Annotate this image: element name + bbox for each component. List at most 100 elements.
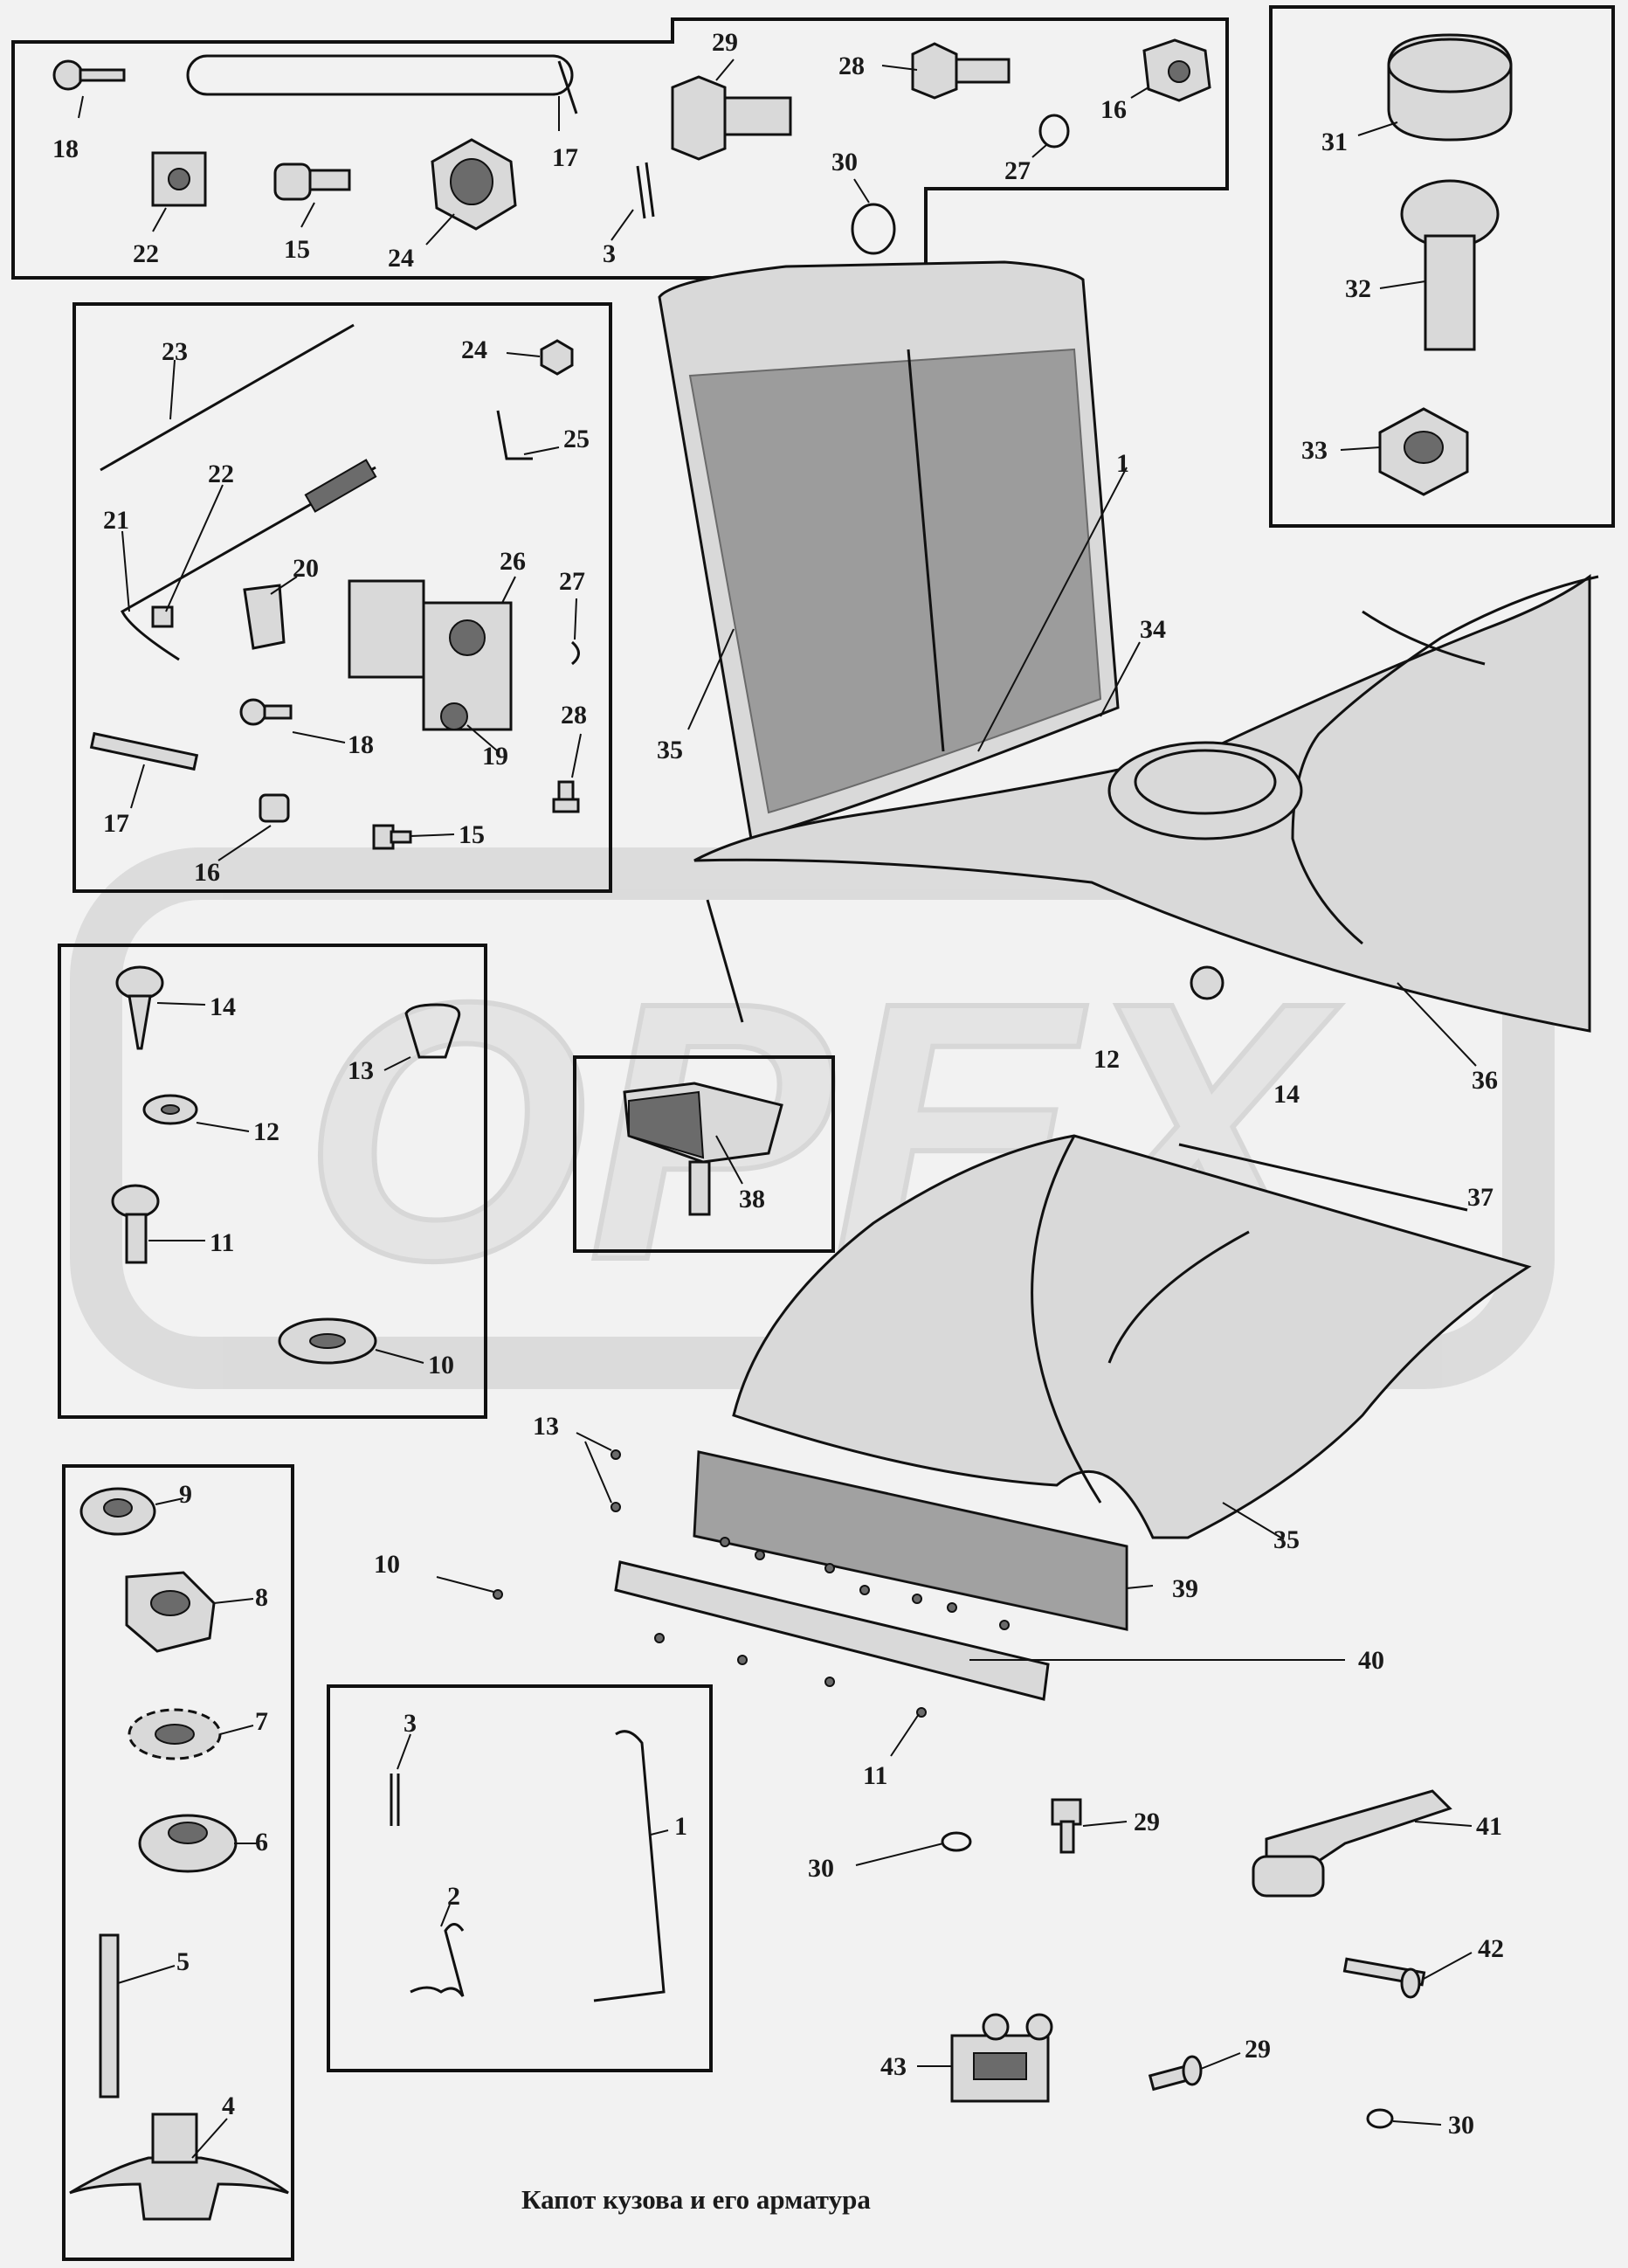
figure-caption: Капот кузова и его арматура xyxy=(521,2184,871,2215)
callout-label: 29 xyxy=(712,28,738,57)
callout-label: 43 xyxy=(880,2052,907,2081)
callout-label: 12 xyxy=(1093,1045,1120,1074)
callout-label: 17 xyxy=(552,143,578,172)
part-lock-washer-7 xyxy=(128,1708,222,1760)
loose-fasteners xyxy=(436,1432,1345,1757)
callout-label: 41 xyxy=(1476,1812,1502,1841)
part-bolt-15 xyxy=(273,162,351,201)
box-hood-latch xyxy=(72,302,612,893)
callout-label: 18 xyxy=(52,135,79,163)
callout-label: 13 xyxy=(348,1056,374,1085)
callout-label: 19 xyxy=(482,742,508,771)
part-washer-12 xyxy=(142,1094,198,1125)
callout-label: 11 xyxy=(210,1228,234,1257)
part-cotter-pin-3 xyxy=(636,162,655,219)
callout-label: 22 xyxy=(208,460,234,488)
callout-label: 24 xyxy=(388,244,414,273)
callout-label: 12 xyxy=(253,1117,279,1146)
part-screw-11 xyxy=(111,1184,160,1264)
box-hardware-right xyxy=(1269,5,1615,528)
callout-label: 35 xyxy=(657,736,683,764)
callout-label: 1 xyxy=(1116,449,1129,478)
box-t-handle xyxy=(62,1464,294,2261)
box-fasteners-top xyxy=(11,17,1229,280)
part-t-handle-4 xyxy=(69,2112,289,2221)
part-spring-washer-30 xyxy=(851,203,896,255)
callout-label: 38 xyxy=(739,1185,765,1214)
part-screw-18 xyxy=(52,59,126,91)
callout-label: 15 xyxy=(459,820,485,849)
callout-label: 3 xyxy=(603,239,616,268)
part-clip-20 xyxy=(243,584,286,650)
callout-label: 40 xyxy=(1358,1646,1384,1675)
callout-label: 31 xyxy=(1321,128,1348,156)
part-bolt-28 xyxy=(911,42,1011,100)
callout-label: 32 xyxy=(1345,274,1371,303)
part-grommet-9 xyxy=(79,1487,156,1536)
callout-label: 4 xyxy=(222,2092,235,2120)
part-release-cable-21 xyxy=(121,459,377,661)
part-screw-28b xyxy=(552,780,580,813)
hood-assembly-open xyxy=(658,260,1599,1067)
part-bolt-29 xyxy=(671,75,792,161)
part-bolt-29c xyxy=(1148,2055,1203,2092)
callout-label: 10 xyxy=(428,1351,454,1379)
part-nut-33 xyxy=(1378,407,1469,496)
callout-label: 39 xyxy=(1172,1574,1198,1603)
part-washer-30c xyxy=(1366,2108,1394,2129)
callout-label: 7 xyxy=(255,1707,268,1736)
part-ring-27 xyxy=(1038,114,1070,149)
callout-label: 10 xyxy=(374,1550,400,1579)
callout-label: 17 xyxy=(103,809,129,838)
box-screws-washers xyxy=(58,944,487,1419)
callout-label: 13 xyxy=(533,1412,559,1441)
callout-label: 33 xyxy=(1301,436,1328,465)
callout-label: 26 xyxy=(500,547,526,576)
part-pin-42 xyxy=(1342,1957,1426,1999)
part-lock-26 xyxy=(348,579,513,731)
callout-label: 36 xyxy=(1472,1066,1498,1095)
callout-label: 14 xyxy=(210,992,236,1021)
callout-label: 30 xyxy=(808,1854,834,1883)
part-self-tapping-screw-14 xyxy=(115,965,164,1050)
part-stud-5 xyxy=(99,1933,120,2099)
part-rubber-buffer-38 xyxy=(623,1082,783,1216)
part-screw-18b xyxy=(239,698,293,726)
part-cable-23 xyxy=(100,323,355,472)
callout-label: 42 xyxy=(1478,1934,1504,1963)
callout-label: 24 xyxy=(461,335,487,364)
part-nut-16b xyxy=(259,793,290,823)
part-clip-22b xyxy=(151,605,174,628)
part-spring-2 xyxy=(410,1923,465,1997)
part-square-nut-22 xyxy=(151,151,207,207)
callout-label: 9 xyxy=(179,1480,192,1509)
part-cotter-pin-3b xyxy=(390,1774,400,1826)
callout-label: 30 xyxy=(1448,2111,1474,2140)
callout-label: 27 xyxy=(559,567,585,596)
part-nut-16 xyxy=(1142,38,1211,102)
part-hook-25 xyxy=(496,410,533,460)
box-buffer xyxy=(573,1055,835,1253)
part-screw-15b xyxy=(372,824,412,850)
part-clip-13 xyxy=(404,1003,461,1059)
part-spring-27b xyxy=(570,640,580,666)
callout-label: 3 xyxy=(404,1709,417,1738)
part-cap-31 xyxy=(1387,33,1513,142)
part-bolt-29b xyxy=(1051,1798,1082,1854)
part-nut-8 xyxy=(125,1571,216,1653)
callout-label: 22 xyxy=(133,239,159,268)
callout-label: 16 xyxy=(1100,95,1127,124)
callout-label: 30 xyxy=(831,148,858,176)
callout-label: 23 xyxy=(162,337,188,366)
callout-label: 29 xyxy=(1245,2035,1271,2064)
part-rod-17 xyxy=(186,54,578,114)
part-knurled-nut-6 xyxy=(138,1814,238,1873)
callout-label: 16 xyxy=(194,858,220,887)
callout-label: 8 xyxy=(255,1583,268,1612)
callout-label: 37 xyxy=(1467,1183,1493,1212)
callout-label: 11 xyxy=(863,1761,887,1790)
part-nut-24 xyxy=(431,138,517,231)
callout-label: 35 xyxy=(1273,1525,1300,1554)
hood-panel xyxy=(614,1134,1532,1701)
